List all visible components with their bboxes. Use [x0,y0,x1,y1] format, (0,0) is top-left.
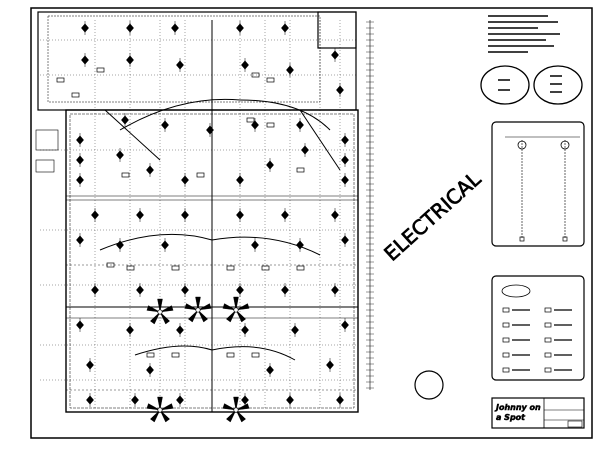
outlet-icon [266,77,275,83]
legend-symbol [544,307,552,313]
fixtures-layer [56,21,349,407]
sheet-border [30,7,593,439]
fan-hub [233,307,239,313]
ceiling-fan-icon [184,303,199,311]
ceiling-fan-icon [197,303,212,311]
sheet-number-box [567,420,583,428]
ceiling-fan-icon [146,403,161,411]
ceiling-fan-icon [235,303,250,311]
outlet-icon [71,92,80,98]
circuit-run [104,109,161,161]
grid-lines [40,20,358,408]
fans-layer [146,296,250,423]
ceiling-fan-icon [150,409,161,423]
ceiling-fan-icon [235,309,246,323]
outlet-icon [146,352,155,358]
outlet-icon [251,72,260,78]
legend-symbol [544,337,552,343]
left-note-block [35,159,55,173]
legend-symbol [544,322,552,328]
outlet-icon [196,172,205,178]
wiring-arc [99,233,213,251]
ruler [366,20,374,390]
legend-symbol [502,367,510,373]
symbol-oval-left [480,65,530,105]
legend-symbol [502,352,510,358]
general-notes [488,15,570,242]
wiring-arc [211,346,296,361]
detail-box [491,121,585,247]
legend-symbol [544,352,552,358]
ceiling-fan-icon [159,305,174,313]
stair-block [317,11,357,49]
legend-symbol [502,307,510,313]
fan-hub [157,407,163,413]
legend-box [491,275,585,381]
ceiling-fan-icon [197,309,208,323]
ceiling-fan-icon [159,403,174,411]
ceiling-fan-icon [235,409,246,423]
upper-room-inner [47,15,321,103]
ceiling-fan-icon [226,409,237,423]
outlet-icon [171,352,180,358]
ceiling-fan-icon [226,309,237,323]
left-note-block [35,129,59,151]
ceiling-fan-icon [235,403,250,411]
outlet-icon [126,265,135,271]
wiring-arc [239,99,331,131]
title-brand-box [491,397,545,429]
outlet-icon [96,67,105,73]
circuit-run [299,109,341,171]
ceiling-fan-icon [146,305,161,313]
legend-title-oval [501,284,531,298]
fan-hub [157,309,163,315]
ceiling-fan-icon [233,296,239,311]
ceiling-fan-icon [188,309,199,323]
legend-symbol [502,337,510,343]
ceiling-fan-icon [157,396,163,411]
outlet-icon [226,265,235,271]
outlet-icon [106,262,115,268]
symbol-oval-right [533,65,583,105]
ceiling-fan-icon [222,403,237,411]
outlet-icon [171,265,180,271]
brand-name-line2: a Spot [496,413,526,422]
legend-symbol [544,367,552,373]
ceiling-fan-icon [150,311,161,325]
ceiling-fan-icon [222,303,237,311]
fan-hub [195,307,201,313]
ceiling-fan-icon [159,409,170,423]
ceiling-fan-icon [233,396,239,411]
outlet-icon [246,117,255,123]
floor-plan: ELECTRICAL [35,11,486,423]
ceiling-fan-icon [157,298,163,313]
outlet-icon [296,167,305,173]
brand-name-line1: Johnny on [494,403,541,412]
outlet-icon [56,77,65,83]
legend-entries [502,307,572,373]
north-arrow-icon [414,370,444,400]
outlet-icon [296,265,305,271]
fan-hub [233,407,239,413]
legend-symbol [502,322,510,328]
outlet-icon [226,352,235,358]
outlet-icon [251,352,260,358]
ceiling-fan-icon [195,296,201,311]
outlet-icon [261,265,270,271]
outlet-icon [266,122,275,128]
legend-panel: Johnny on a Spot [480,15,585,429]
wiring-arc [134,345,213,356]
wiring-arc [211,236,321,256]
watermark-text: ELECTRICAL [379,166,486,265]
ceiling-fan-icon [159,311,170,325]
wiring-arc [119,98,241,131]
outlet-icon [121,172,130,178]
